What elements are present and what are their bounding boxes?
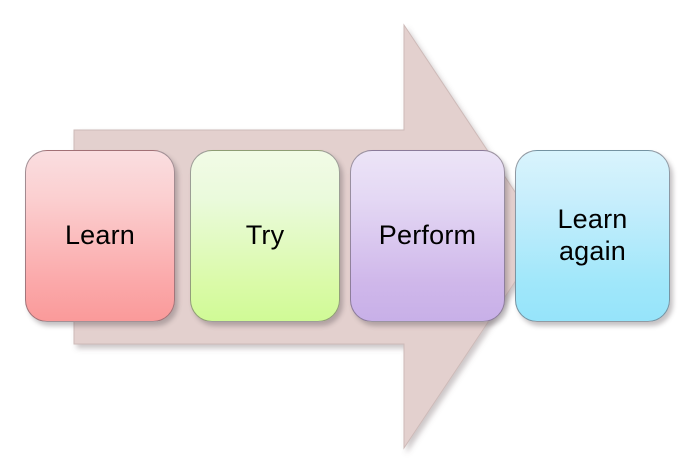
stage-box-perform[interactable]: Perform — [350, 150, 505, 322]
stage-label-learn-again: Learn again — [557, 204, 628, 266]
stage-label-learn: Learn — [64, 220, 136, 251]
stage-box-learn-again[interactable]: Learn again — [515, 150, 670, 322]
stage-label-perform: Perform — [378, 220, 477, 251]
stage-box-try[interactable]: Try — [190, 150, 340, 322]
stage-label-try: Try — [245, 220, 285, 251]
stage-box-learn[interactable]: Learn — [25, 150, 175, 322]
